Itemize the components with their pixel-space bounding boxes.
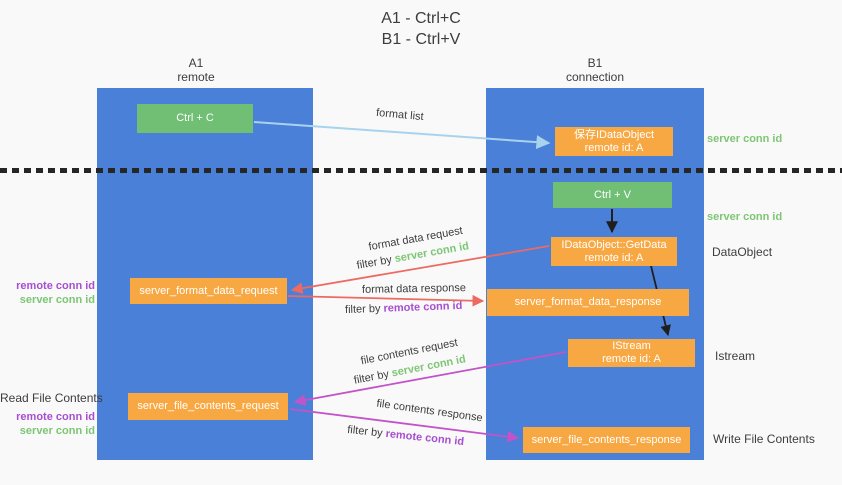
save-dataobject-line1: 保存IDataObject <box>573 128 655 141</box>
istream-line2: remote id: A <box>602 353 661 365</box>
ctrl-c-node: Ctrl + C <box>137 104 253 133</box>
save-dataobject-node: 保存IDataObject remote id: A <box>555 127 673 156</box>
diagram-title: A1 - Ctrl+C B1 - Ctrl+V <box>0 8 842 50</box>
column-b1-name: B1 <box>587 56 603 70</box>
server-format-data-request-label: server_format_data_request <box>139 284 278 297</box>
server-file-contents-response-node: server_file_contents_response <box>523 427 690 453</box>
istream-line1: IStream <box>612 340 651 352</box>
getdata-node: IDataObject::GetData remote id: A <box>551 237 677 266</box>
write-file-contents-annotation: Write File Contents <box>713 432 815 446</box>
server-file-contents-request-label: server_file_contents_request <box>137 400 279 412</box>
title-line-1: A1 - Ctrl+C <box>381 10 461 27</box>
save-dataobject-line2: remote id: A <box>584 141 644 154</box>
ctrl-c-label: Ctrl + C <box>176 112 214 124</box>
server-format-data-response-label: server_format_data_response <box>514 296 662 308</box>
server-conn-id-annotation: server conn id <box>19 294 95 306</box>
format-data-response-label: format data response <box>361 282 467 296</box>
server-file-contents-request-node: server_file_contents_request <box>128 393 288 420</box>
format-data-request-arrow <box>290 245 550 294</box>
column-b1-role: connection <box>565 70 625 84</box>
filter-by-text: filter by <box>344 302 384 317</box>
ctrl-v-node: Ctrl + V <box>553 182 672 208</box>
istream-node: IStream remote id: A <box>568 339 695 367</box>
server-conn-id-annotation: server conn id <box>19 425 95 437</box>
title-line-2: B1 - Ctrl+V <box>381 31 461 48</box>
getdata-line1: IDataObject::GetData <box>561 238 667 251</box>
phase-divider-line <box>0 168 842 173</box>
getdata-line2: remote id: A <box>584 251 644 264</box>
server-format-data-request-node: server_format_data_request <box>130 278 287 304</box>
column-b1-header: B1 connection <box>486 56 704 84</box>
column-a1-name: A1 <box>188 56 204 70</box>
istream-annotation: Istream <box>715 349 756 363</box>
ctrl-v-label: Ctrl + V <box>594 188 631 201</box>
dataobject-annotation: DataObject <box>712 245 773 259</box>
format-list-arrow <box>253 121 551 150</box>
column-a1-role: remote <box>177 70 215 84</box>
remote-conn-id-annotation: remote conn id <box>16 280 95 292</box>
paste-server-conn-id-annotation: server conn id <box>707 211 783 223</box>
format-data-response-arrow <box>287 294 485 307</box>
read-file-contents-annotation: Read File Contents <box>0 391 103 405</box>
format-request-conn-annotations: remote conn id server conn id <box>0 279 95 307</box>
save-server-conn-id-annotation: server conn id <box>707 133 783 145</box>
file-contents-request-arrow <box>293 351 567 406</box>
remote-conn-id-annotation: remote conn id <box>16 411 95 423</box>
file-contents-response-arrow <box>289 408 520 443</box>
column-a1-header: A1 remote <box>88 56 304 84</box>
server-format-data-response-node: server_format_data_response <box>487 289 689 316</box>
file-request-conn-annotations: remote conn id server conn id <box>0 410 95 438</box>
server-file-contents-response-label: server_file_contents_response <box>531 433 682 446</box>
